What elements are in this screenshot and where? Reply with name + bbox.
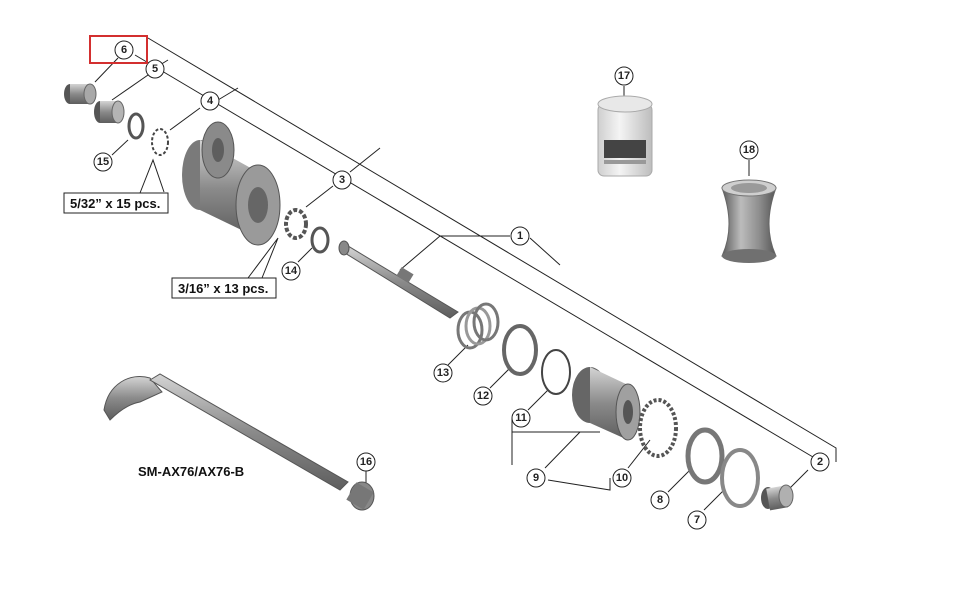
part-13-spring — [456, 302, 500, 350]
callout-14-label: 14 — [285, 265, 298, 277]
small-balls-label: 5/32” x 15 pcs. — [70, 196, 160, 211]
part-11-ring — [541, 349, 571, 395]
callout-6-label: 6 — [121, 44, 127, 56]
callout-9[interactable]: 9 — [526, 468, 546, 488]
large-balls-label: 3/16” x 13 pcs. — [178, 281, 268, 296]
large-balls-label-box: 3/16” x 13 pcs. — [171, 277, 277, 299]
part-1-axle — [338, 240, 459, 319]
callout-18-label: 18 — [743, 144, 755, 156]
callout-8[interactable]: 8 — [650, 490, 670, 510]
part-9-freehub-body — [572, 367, 641, 441]
part-4-hub-shell — [182, 121, 281, 246]
callout-13-label: 13 — [437, 367, 449, 379]
callout-1[interactable]: 1 — [510, 226, 530, 246]
callout-7-label: 7 — [694, 514, 700, 526]
callout-15-label: 15 — [97, 156, 109, 168]
part-15-washer — [127, 112, 145, 140]
callout-11-label: 11 — [515, 412, 527, 424]
callout-5-label: 5 — [152, 63, 158, 75]
callout-11[interactable]: 11 — [511, 408, 531, 428]
part-14-washer — [310, 226, 330, 254]
part-2-end-cap — [761, 484, 794, 511]
callout-17-label: 17 — [618, 70, 630, 82]
part-7-washer — [720, 448, 760, 508]
part-18-sleeve — [721, 179, 777, 263]
part-small-balls — [151, 128, 169, 156]
part-12-seal — [502, 324, 538, 376]
callout-13[interactable]: 13 — [433, 363, 453, 383]
callout-10-label: 10 — [616, 472, 628, 484]
callout-2-label: 2 — [817, 456, 823, 468]
part-10-ratchet-ring — [638, 398, 678, 458]
part-5-lock-nut — [94, 100, 125, 124]
callout-14[interactable]: 14 — [281, 261, 301, 281]
callout-9-label: 9 — [533, 472, 539, 484]
callout-5[interactable]: 5 — [145, 59, 165, 79]
callout-12[interactable]: 12 — [473, 386, 493, 406]
callout-4[interactable]: 4 — [200, 91, 220, 111]
callout-16-label: 16 — [360, 456, 372, 468]
small-balls-label-box: 5/32” x 15 pcs. — [63, 192, 169, 214]
callout-2[interactable]: 2 — [810, 452, 830, 472]
callout-7[interactable]: 7 — [687, 510, 707, 530]
callout-17[interactable]: 17 — [614, 66, 634, 86]
leader-lines — [94, 37, 837, 511]
callout-18[interactable]: 18 — [739, 140, 759, 160]
part-8-washer — [685, 427, 725, 485]
callout-4-label: 4 — [207, 95, 214, 107]
callout-3-label: 3 — [339, 174, 345, 186]
part-large-balls — [284, 208, 308, 240]
part-17-grease-jar — [597, 95, 653, 177]
part-16-thru-axle — [103, 373, 375, 511]
callout-15[interactable]: 15 — [93, 152, 113, 172]
callout-12-label: 12 — [477, 390, 489, 402]
callout-3[interactable]: 3 — [332, 170, 352, 190]
axle-model-label: SM-AX76/AX76-B — [138, 464, 244, 479]
callout-10[interactable]: 10 — [612, 468, 632, 488]
part-6-end-cap — [64, 83, 97, 105]
callout-6[interactable]: 6 — [114, 40, 134, 60]
callout-8-label: 8 — [657, 494, 663, 506]
highlight-box — [89, 35, 148, 64]
callout-16[interactable]: 16 — [356, 452, 376, 472]
callout-1-label: 1 — [517, 230, 523, 242]
